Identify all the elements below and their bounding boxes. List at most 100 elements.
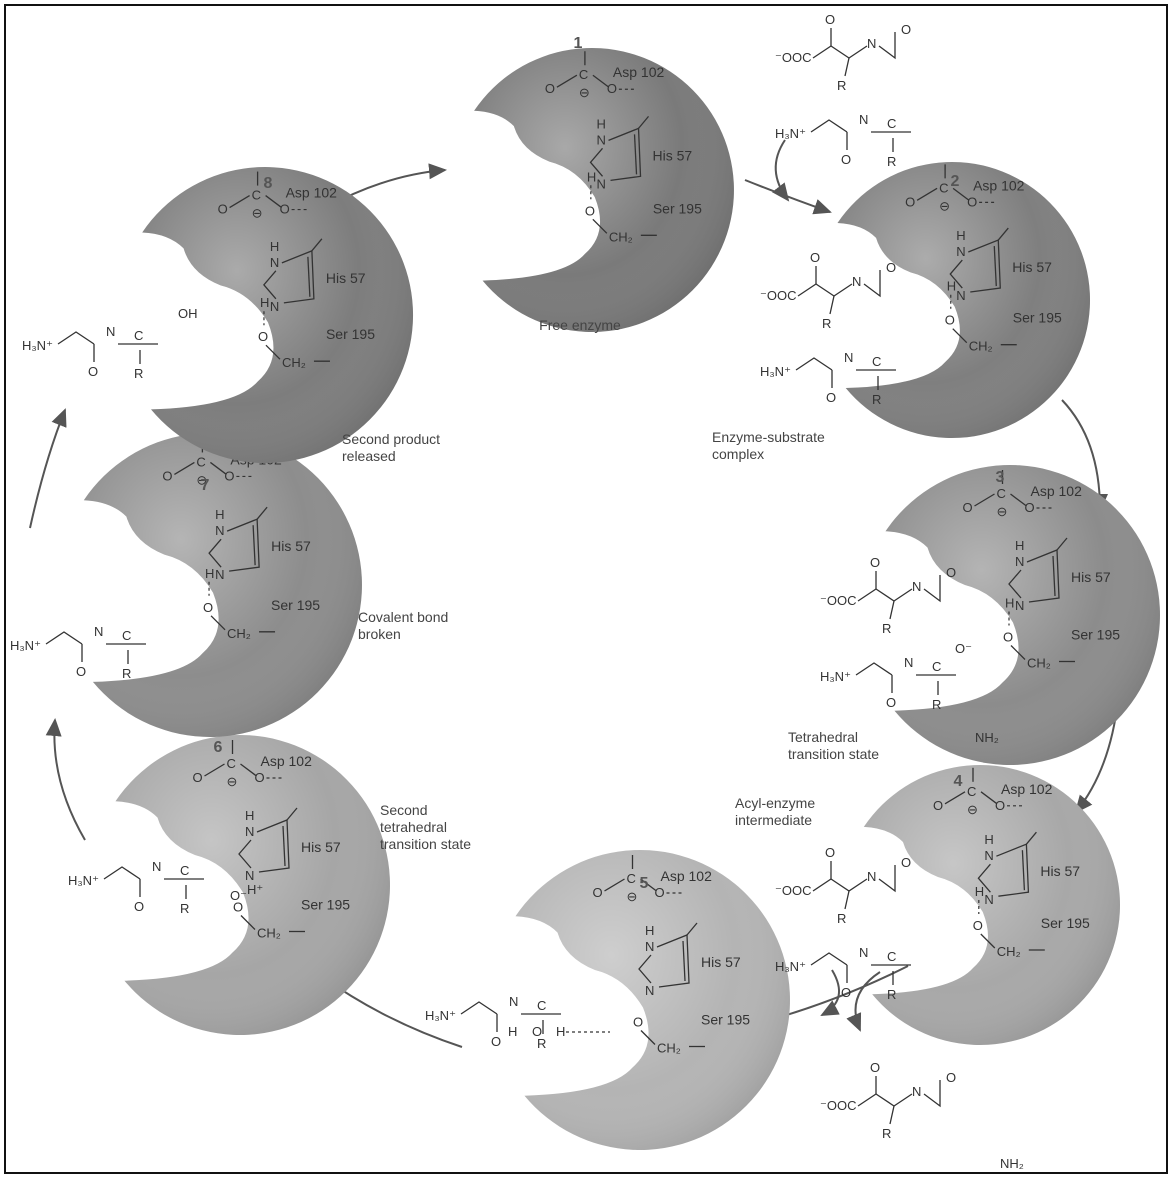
his-n-top: N <box>956 244 965 259</box>
asp-charge: ⊖ <box>997 504 1008 519</box>
asp-oxygen-left: O <box>193 770 203 785</box>
backbone-lower <box>461 1002 497 1014</box>
carbonyl-o-1: O <box>870 1060 880 1075</box>
asp-carbon: C <box>579 67 588 82</box>
ser195-label: Ser 195 <box>1071 627 1120 643</box>
side-chain-1 <box>890 601 894 619</box>
his-h-top: H <box>956 228 965 243</box>
amine-label-state4: NH₂ <box>975 730 999 745</box>
enzyme-shading <box>886 465 1160 765</box>
state-caption: transition state <box>788 746 879 762</box>
his-n-bottom: N <box>215 567 224 582</box>
state-caption: released <box>342 448 396 464</box>
asp-charge: ⊖ <box>627 889 638 904</box>
asp-carbon: C <box>627 871 636 886</box>
ser195-label: Ser 195 <box>701 1012 750 1028</box>
carbonyl-o-2: O <box>946 1070 956 1085</box>
state-caption: Enzyme-substrate <box>712 429 825 445</box>
substrate-state-2: ⁻OOCONROH₃N⁺ONCR <box>760 250 896 407</box>
substrate-state-5: H₃N⁺ONCR <box>425 994 561 1051</box>
ser-ch2: CH₂ <box>227 626 251 641</box>
state-number: 2 <box>951 173 960 190</box>
ser-oxygen: O <box>203 600 213 615</box>
alpha-carbon-lower: C <box>134 328 143 343</box>
enzyme-state-6: COO⊖Asp 102HNNHis 57H⁺OCH₂Ser 1956Second… <box>116 735 472 1035</box>
backbone-upper <box>858 589 912 601</box>
enzyme-states: COO⊖Asp 102HNNHis 57HOCH₂Ser 1951Free en… <box>84 35 1160 1150</box>
asp-carbon: C <box>997 486 1006 501</box>
amide-n-lower: N <box>859 112 868 127</box>
carboxylate-terminus: ⁻OOC <box>820 593 856 608</box>
his-h-top: H <box>270 239 279 254</box>
ser-oxygen: O <box>633 1015 643 1030</box>
asp-oxygen-left: O <box>545 81 555 96</box>
arrow-6-to-7 <box>54 720 85 840</box>
substrate-state-6: H₃N⁺ONCR <box>68 859 204 916</box>
ser-oxygen: O <box>258 329 268 344</box>
his57-label: His 57 <box>1012 259 1052 275</box>
alpha-carbon-lower: C <box>932 659 941 674</box>
r-group-1: R <box>882 621 891 636</box>
ammonium-terminus: H₃N⁺ <box>820 669 851 684</box>
ammonium-terminus: H₃N⁺ <box>775 959 806 974</box>
asp102-label: Asp 102 <box>661 868 713 884</box>
state-caption: Tetrahedral <box>788 729 858 745</box>
carboxylic-oh-label: OH <box>178 306 198 321</box>
substrate-state-3: ⁻OOCONROH₃N⁺ONCR <box>820 555 956 712</box>
r-group-1: R <box>822 316 831 331</box>
alpha-carbon-lower: C <box>537 998 546 1013</box>
r-group-1: R <box>837 78 846 93</box>
released-first-product: ⁻OOCONRO <box>820 1060 956 1141</box>
asp-carbon: C <box>227 756 236 771</box>
his-h-top: H <box>215 507 224 522</box>
asp-oxygen-right: O <box>255 770 265 785</box>
amide-n-lower: N <box>106 324 115 339</box>
amide-n-lower: N <box>904 655 913 670</box>
carbonyl-o-lower: O <box>491 1034 501 1049</box>
asp-oxygen-left: O <box>593 885 603 900</box>
r-group-lower: R <box>134 366 143 381</box>
ser-ch2: CH₂ <box>609 229 633 244</box>
arrow-product1-out-a <box>822 970 839 1015</box>
his-n-bottom: N <box>1015 598 1024 613</box>
his-n-top: N <box>270 255 279 270</box>
r-group-lower: R <box>932 697 941 712</box>
enzyme-state-1: COO⊖Asp 102HNNHis 57HOCH₂Ser 1951Free en… <box>474 35 734 333</box>
asp-charge: ⊖ <box>252 206 263 221</box>
backbone-upper-2 <box>879 32 895 58</box>
asp102-label: Asp 102 <box>286 185 338 201</box>
alpha-carbon-lower: C <box>180 863 189 878</box>
enzyme-state-2: COO⊖Asp 102HNNHis 57HOCH₂Ser 1952Enzyme-… <box>712 162 1090 462</box>
ammonium-terminus: H₃N⁺ <box>425 1008 456 1023</box>
r-group-1: R <box>837 911 846 926</box>
amide-n-lower: N <box>94 624 103 639</box>
ammonium-terminus: H₃N⁺ <box>775 126 806 141</box>
r-group-1: R <box>882 1126 891 1141</box>
alpha-carbon-lower: C <box>887 949 896 964</box>
his57-label: His 57 <box>701 954 741 970</box>
amide-n-lower: N <box>844 350 853 365</box>
amide-n-lower: N <box>152 859 161 874</box>
asp-oxygen-right: O <box>607 81 617 96</box>
asp102-label: Asp 102 <box>973 177 1025 193</box>
amide-n-1: N <box>852 274 861 289</box>
his-n-bottom: N <box>984 892 993 907</box>
amine-label-product: NH₂ <box>1000 1156 1024 1171</box>
carboxylate-terminus: ⁻OOC <box>760 288 796 303</box>
r-group-lower: R <box>122 666 131 681</box>
state-caption: Covalent bond <box>358 609 448 625</box>
ser-ch2: CH₂ <box>997 944 1021 959</box>
state-caption: Second product <box>342 431 440 447</box>
asp-charge: ⊖ <box>939 198 950 213</box>
r-group-lower: R <box>872 392 881 407</box>
amide-n-lower: N <box>859 945 868 960</box>
state-number: 6 <box>214 739 223 756</box>
backbone-upper <box>813 46 867 58</box>
ammonium-terminus: H₃N⁺ <box>68 873 99 888</box>
ammonium-terminus: H₃N⁺ <box>10 638 41 653</box>
amide-n-lower: N <box>509 994 518 1009</box>
backbone-lower <box>104 867 140 879</box>
his57-label: His 57 <box>301 839 341 855</box>
his-n-bottom: N <box>956 288 965 303</box>
asp102-label: Asp 102 <box>261 753 313 769</box>
